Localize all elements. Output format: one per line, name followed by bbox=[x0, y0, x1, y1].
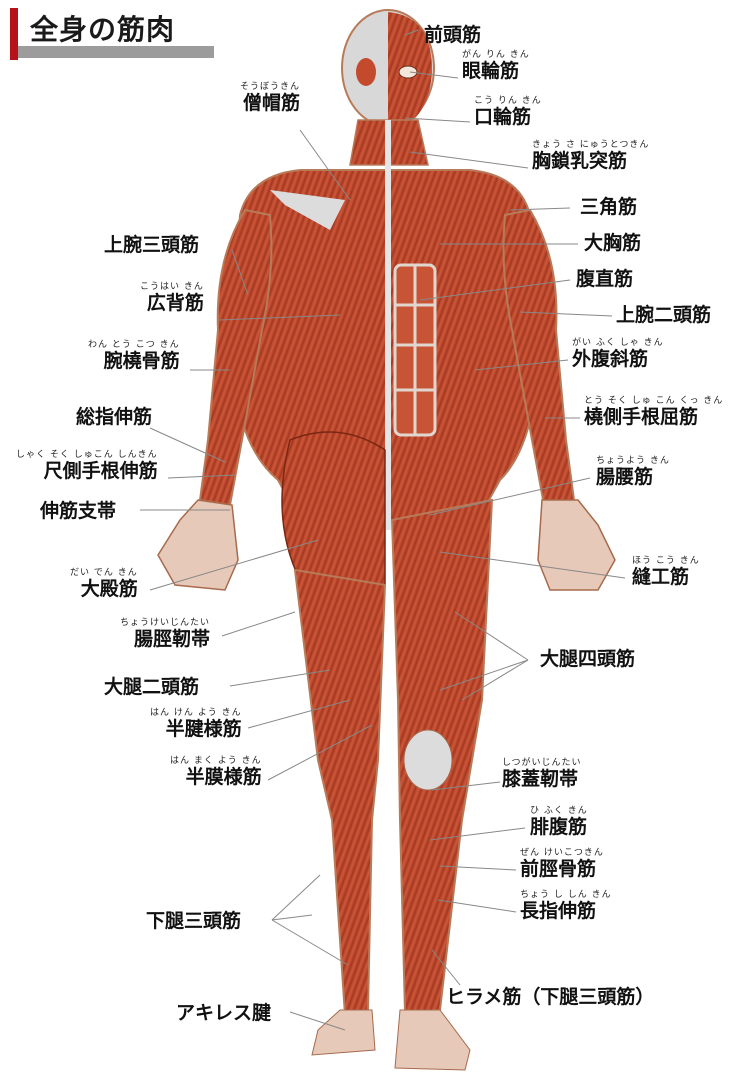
label-iliotibial-band: ちょうけいじんたい腸脛靭帯 bbox=[120, 618, 210, 650]
label-orbicularis-oculi: がん りん きん眼輪筋 bbox=[462, 50, 530, 82]
label-external-oblique: がい ふく しゃ きん外腹斜筋 bbox=[572, 338, 664, 370]
label-extensor-carpi-ulnaris: しゃく そく しゅこん しんきん尺側手根伸筋 bbox=[16, 450, 158, 482]
label-pectoralis-major: 大胸筋 bbox=[584, 222, 641, 254]
label-trapezius: そうぼうきん僧帽筋 bbox=[240, 82, 300, 114]
label-flexor-carpi-radialis: とう そく しゅ こん くっ きん橈側手根屈筋 bbox=[584, 396, 723, 428]
left-leg bbox=[295, 570, 385, 1055]
label-frontalis: 前頭筋 bbox=[424, 14, 481, 46]
label-patellar-ligament: しつがいじんたい膝蓋靭帯 bbox=[502, 758, 581, 790]
label-semimembranosus: はん まく よう きん半膜様筋 bbox=[170, 756, 262, 788]
label-soleus: ヒラメ筋（下腿三頭筋） bbox=[446, 976, 654, 1008]
label-rectus-abdominis: 腹直筋 bbox=[576, 258, 633, 290]
label-extensor-retinaculum: 伸筋支帯 bbox=[40, 490, 116, 522]
label-latissimus-dorsi: こうはい きん広背筋 bbox=[140, 282, 204, 314]
label-iliopsoas: ちょうよう きん腸腰筋 bbox=[596, 456, 670, 488]
label-orbicularis-oris: こう りん きん口輪筋 bbox=[474, 96, 542, 128]
label-sartorius: ほう こう きん縫工筋 bbox=[632, 556, 700, 588]
label-tibialis-anterior: ぜん けいこつきん前脛骨筋 bbox=[520, 848, 604, 880]
label-extensor-digitorum-longus: ちょう し しん きん長指伸筋 bbox=[520, 890, 612, 922]
label-quadriceps: 大腿四頭筋 bbox=[540, 638, 635, 670]
label-triceps-surae: 下腿三頭筋 bbox=[146, 900, 241, 932]
label-biceps-femoris: 大腿二頭筋 bbox=[104, 666, 199, 698]
label-gluteus-maximus: だい でん きん大殿筋 bbox=[70, 568, 138, 600]
head bbox=[342, 10, 434, 130]
label-sternocleidomastoid: きょう さ にゅうとつきん胸鎖乳突筋 bbox=[532, 140, 649, 172]
abdomen bbox=[395, 265, 435, 435]
label-brachioradialis: わん とう こつ きん腕橈骨筋 bbox=[88, 340, 180, 372]
label-gastrocnemius: ひ ふく きん腓腹筋 bbox=[530, 806, 588, 838]
label-extensor-digitorum: 総指伸筋 bbox=[76, 396, 152, 428]
label-semitendinosus: はん けん よう きん半腱様筋 bbox=[150, 708, 242, 740]
gluteus bbox=[282, 432, 385, 585]
label-achilles-tendon: アキレス腱 bbox=[176, 992, 271, 1024]
label-biceps-brachii: 上腕二頭筋 bbox=[616, 294, 711, 326]
label-triceps-brachii: 上腕三頭筋 bbox=[104, 224, 199, 256]
label-deltoid: 三角筋 bbox=[580, 186, 637, 218]
